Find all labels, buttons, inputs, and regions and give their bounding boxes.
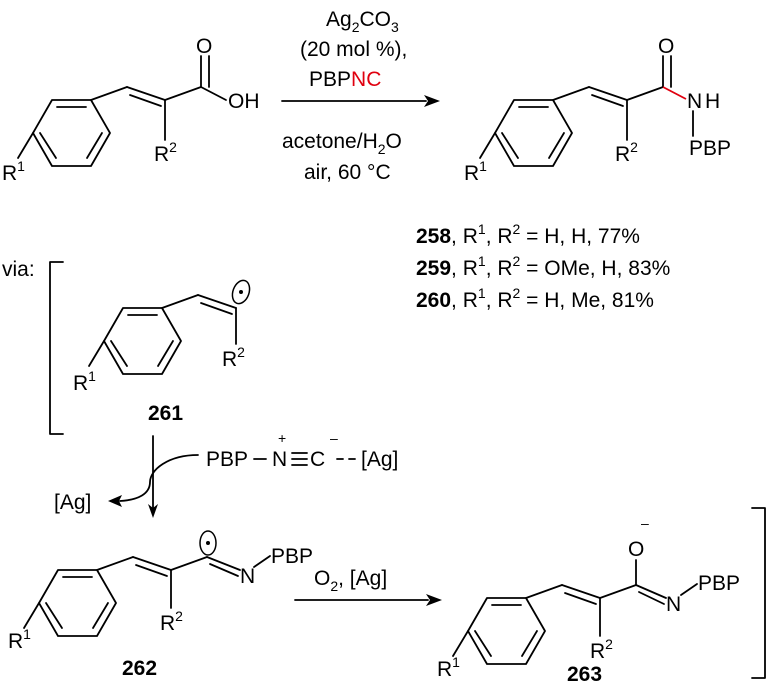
reagent-line-4: acetone/H2O: [282, 130, 402, 157]
reagent-line-2: (20 mol %),: [300, 38, 407, 61]
entry-258: 258, R1, R2 = H, H, 77%: [416, 221, 640, 248]
int261-label: 261: [148, 402, 183, 425]
entry-259: 259, R1, R2 = OMe, H, 83%: [416, 253, 670, 280]
substrate-oh-label: OH: [228, 90, 260, 113]
iso-minus: –: [330, 430, 338, 446]
int263-r2: R2: [590, 636, 613, 663]
intermediate-263-structure: [452, 559, 698, 665]
iso-plus: +: [278, 430, 286, 446]
substrate-o-label: O: [196, 35, 212, 58]
intermediate-262-structure: [23, 530, 271, 637]
reagent-line-1: Ag2CO3: [326, 8, 399, 35]
int262-label: 262: [122, 657, 157, 680]
step-arrow: [294, 594, 442, 606]
intermediate-261-structure: [88, 279, 251, 375]
product-r2: R2: [615, 139, 638, 166]
substrate-r2: R2: [154, 139, 177, 166]
substrate-structure: [17, 55, 227, 167]
product-pbp-label: PBP: [689, 137, 731, 160]
reagent-line-3: PBPNC: [309, 68, 381, 91]
iso-ag: [Ag]: [361, 448, 398, 471]
step-reagents: O2, [Ag]: [314, 567, 387, 594]
product-structure: [479, 55, 694, 167]
iso-c: C: [310, 448, 325, 471]
entry-260: 260, R1, R2 = H, Me, 81%: [416, 285, 654, 312]
int263-o-minus: –: [641, 515, 649, 531]
int263-r1: R1: [437, 654, 460, 681]
reaction-arrow: [281, 95, 440, 107]
product-o-label: O: [658, 35, 674, 58]
int262-pbp: PBP: [271, 545, 313, 568]
int262-r1: R1: [8, 626, 31, 653]
iso-triple-bond: [291, 452, 308, 466]
int263-n: N: [666, 593, 681, 616]
iso-pbp: PBP: [206, 448, 248, 471]
int263-label: 263: [567, 663, 602, 683]
left-bracket: [49, 261, 64, 435]
right-bracket: [751, 507, 766, 679]
int262-r2: R2: [160, 608, 183, 635]
int263-o: O: [628, 538, 644, 561]
product-h-label: H: [705, 90, 720, 113]
substrate-r1: R1: [2, 158, 25, 185]
ag-released: [Ag]: [54, 491, 91, 514]
product-r1: R1: [464, 158, 487, 185]
int262-n: N: [240, 565, 255, 588]
reagent-line-5: air, 60 °C: [304, 161, 391, 184]
int261-r1: R1: [73, 368, 96, 395]
int263-pbp: PBP: [698, 572, 740, 595]
product-n-label: N: [687, 90, 702, 113]
iso-n: N: [272, 448, 287, 471]
via-label: via:: [2, 258, 35, 281]
int261-r2: R2: [222, 344, 245, 371]
mechanism-arrows: [108, 435, 199, 518]
